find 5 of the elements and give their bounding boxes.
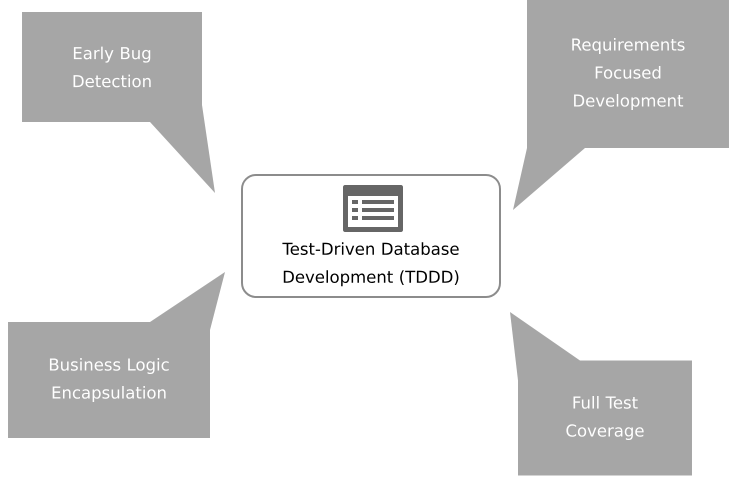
callout-box: Business Logic Encapsulation [8,272,225,438]
callout-box: Full Test Coverage [510,312,692,476]
process-box: Test-Driven Database Development (TDDD) [241,174,501,298]
callout-box: Requirements Focused Development [513,0,729,210]
callout-box: Early Bug Detection [22,12,215,193]
